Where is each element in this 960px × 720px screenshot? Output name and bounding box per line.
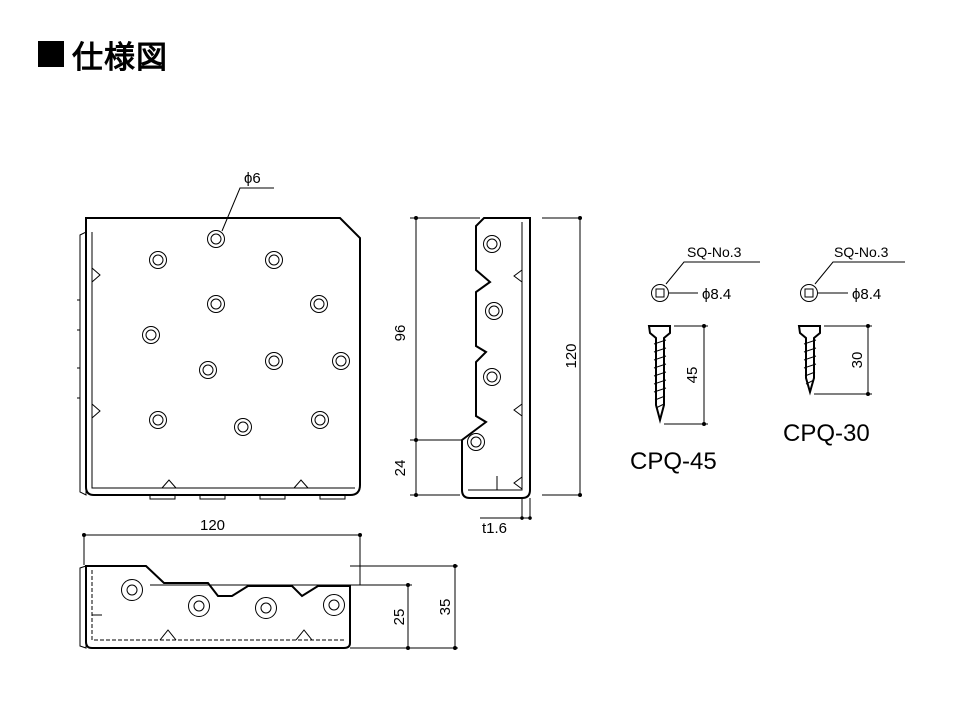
dim-dot <box>866 392 870 396</box>
side-inner-line <box>468 222 523 491</box>
front-view: ϕ6 <box>77 170 361 500</box>
hole <box>483 368 501 386</box>
hole <box>265 251 283 269</box>
square-drive-icon <box>804 288 814 298</box>
hole <box>323 594 345 616</box>
hole <box>207 295 225 313</box>
dim-dot <box>358 533 362 537</box>
head-diameter-label: ϕ8.4 <box>852 286 881 303</box>
dim-dot <box>406 583 410 587</box>
dim-dot <box>453 646 457 650</box>
hole <box>483 235 501 253</box>
dim-120-bottom-label: 120 <box>200 517 225 534</box>
screw-threads <box>803 339 817 385</box>
dim-dot <box>520 516 524 520</box>
side-teeth <box>513 269 523 490</box>
bottom-profile <box>85 565 351 649</box>
dim-96-label: 96 <box>392 325 409 342</box>
dim-dot <box>406 646 410 650</box>
screw-drive-label: SQ-No.3 <box>834 244 889 260</box>
hole <box>207 230 225 248</box>
dim-25-label: 25 <box>391 609 408 626</box>
hole <box>199 361 217 379</box>
screw-body <box>797 325 821 396</box>
bottom-fold-line <box>91 570 346 641</box>
dim-dot <box>414 493 418 497</box>
dim-dot <box>702 422 706 426</box>
dim-dot <box>414 438 418 442</box>
front-fold-line <box>91 232 355 489</box>
screw-cpq-30: SQ-No.3 ϕ8.4 30 CPQ-30 <box>783 244 905 447</box>
hole <box>311 411 329 429</box>
head-diameter-label: ϕ8.4 <box>702 286 731 303</box>
bottom-dim-120-line <box>83 534 361 585</box>
screw-head-icon <box>800 284 818 302</box>
hole <box>332 352 350 370</box>
front-holes <box>142 230 350 436</box>
bottom-left-flange <box>79 565 87 649</box>
dim-35-label: 35 <box>437 599 454 616</box>
dim-dot <box>528 516 532 520</box>
front-flange-marks <box>77 299 80 399</box>
side-extension-lines <box>410 217 582 496</box>
front-teeth <box>91 267 309 489</box>
bottom-teeth <box>159 629 313 641</box>
screw-drive-label: SQ-No.3 <box>687 244 742 260</box>
hole <box>149 411 167 429</box>
screw-body <box>647 325 671 424</box>
hole <box>255 597 277 619</box>
dim-dot <box>578 216 582 220</box>
front-bottom-tabs <box>149 495 346 500</box>
dim-dot <box>866 324 870 328</box>
hole <box>310 295 328 313</box>
hole <box>142 326 160 344</box>
square-drive-icon <box>655 288 665 298</box>
front-left-flange <box>79 231 87 496</box>
side-view: 96 24 120 t1.6 <box>392 216 582 537</box>
bottom-view: 120 25 35 <box>79 517 458 650</box>
page-title: 仕様図 <box>38 32 168 76</box>
dim-dot <box>578 493 582 497</box>
hole <box>188 595 210 617</box>
hole <box>467 433 485 451</box>
screw-drive-leader <box>814 261 905 285</box>
dim-120-side-label: 120 <box>563 343 580 368</box>
screw-length-label: 45 <box>684 367 701 384</box>
hole <box>265 352 283 370</box>
screw-model-label: CPQ-45 <box>630 448 717 475</box>
dim-24-label: 24 <box>392 460 409 477</box>
title-square-icon <box>38 41 64 67</box>
hole <box>149 251 167 269</box>
dim-dot <box>453 564 457 568</box>
screw-length-dim-lines <box>814 325 872 395</box>
title-text: 仕様図 <box>72 39 168 76</box>
dim-dot <box>702 324 706 328</box>
screw-model-label: CPQ-30 <box>783 420 870 447</box>
side-profile <box>461 217 531 499</box>
bottom-extension-lines <box>150 565 458 649</box>
dim-dot <box>82 533 86 537</box>
screw-threads <box>653 339 667 409</box>
hole-diameter-label: ϕ6 <box>244 170 261 187</box>
screw-drive-leader <box>665 261 760 285</box>
dim-dot <box>414 216 418 220</box>
screw-cpq-45: SQ-No.3 ϕ8.4 45 CPQ-45 <box>630 244 760 475</box>
hole <box>234 418 252 436</box>
screw-head-icon <box>651 284 669 302</box>
bottom-dim-lines <box>407 566 456 648</box>
screw-length-label: 30 <box>849 352 866 369</box>
front-plate <box>85 217 361 496</box>
hole-leader-line <box>221 187 274 232</box>
hole <box>121 579 143 601</box>
thickness-label: t1.6 <box>482 520 507 537</box>
hole <box>485 302 503 320</box>
